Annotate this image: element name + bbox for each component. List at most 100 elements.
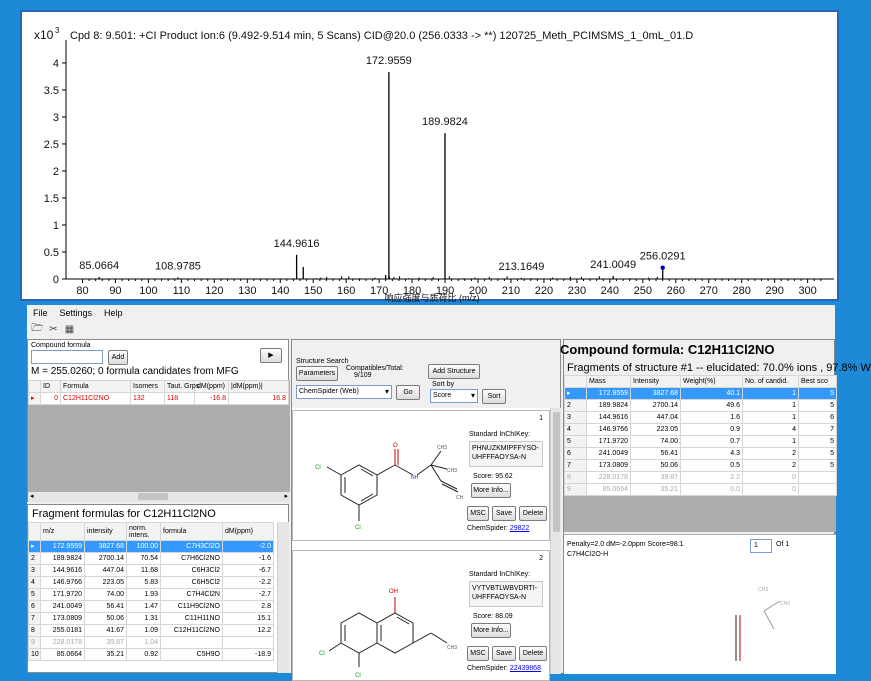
x-tick-label: 210 (502, 285, 520, 297)
compatibles-value: 9/109 (354, 372, 372, 379)
table-row[interactable]: ▸ 0 C12H11Cl2NO 132 118 -16.8 16.8 (28, 392, 289, 405)
compound-formula-title: Compound formula: C12H11Cl2NO (560, 342, 775, 357)
inchikey-value: VYTVBTLWBVDRTI-UHFFFAOYSA-N (469, 581, 543, 607)
save-button[interactable]: Save (492, 506, 516, 521)
menu-settings[interactable]: Settings (59, 307, 93, 318)
delete-button[interactable]: Delete (519, 506, 547, 521)
atom-label: CH3 (758, 587, 768, 593)
fragment-formulas-table: m/z intensity norm. intens. formula dM(p… (28, 522, 274, 661)
scroll-right-icon[interactable]: ▸ (284, 493, 288, 500)
peak-label: 256.0291 (640, 251, 686, 263)
structure-search-panel: Structure Search Parameters Compatibles/… (291, 339, 561, 681)
result-rank: 2 (539, 555, 543, 562)
atom-label: O (393, 443, 398, 449)
col-formula[interactable]: Formula (60, 380, 131, 393)
chemspider-link[interactable]: 22439868 (509, 665, 541, 672)
x-tick-label: 110 (173, 285, 191, 297)
x-axis-label: 响应强度与质荷比 (m/z) (385, 292, 480, 303)
more-info-button[interactable]: More Info... (471, 623, 511, 638)
x-tick-label: 140 (271, 285, 289, 297)
play-icon: ▶ (268, 352, 274, 359)
menu-file[interactable]: File (33, 307, 48, 318)
msc-button[interactable]: MSC (467, 646, 489, 661)
x-tick-label: 260 (667, 285, 685, 297)
horizontal-scrollbar[interactable]: ◂ ▸ (28, 492, 290, 502)
y-tick-label: 2.5 (44, 139, 59, 151)
y-tick-label: 0 (53, 274, 59, 286)
compatibles-label: Compatibles/Total: (346, 365, 404, 372)
peak-label: 213.1649 (498, 261, 544, 273)
y-tick-label: 3.5 (44, 85, 59, 97)
parameters-button[interactable]: Parameters (296, 366, 338, 381)
atom-label: NH (411, 475, 419, 481)
result-rank: 1 (539, 415, 543, 422)
tools-icon[interactable]: ✂ (49, 323, 58, 335)
chemspider-line: ChemSpider: 22439868 (467, 665, 541, 672)
app-window: File Settings Help 🗁 ✂ ▦ Compound formul… (27, 305, 871, 681)
spectrum-chart: x10 3 Cpd 8: 9.501: +CI Product Ion:6 (9… (20, 10, 839, 303)
menu-bar: File Settings Help (27, 305, 835, 320)
fragment-header-row: m/z intensity norm. intens. formula dM(p… (28, 522, 274, 541)
table-icon[interactable]: ▦ (64, 323, 75, 335)
add-formula-button[interactable]: Add (108, 350, 128, 365)
inchikey-value: PHNUZKMIPFFYSO-UHFFFAOYSA-N (469, 441, 543, 467)
peak-label: 172.9559 (366, 55, 412, 67)
atom-label: CH3 (437, 445, 447, 451)
save-button[interactable]: Save (492, 646, 516, 661)
page-of-label: Of 1 (776, 541, 790, 548)
add-structure-button[interactable]: Add Structure (428, 364, 480, 379)
compound-formula-input[interactable] (31, 350, 103, 364)
sort-button[interactable]: Sort (482, 389, 506, 404)
scroll-thumb[interactable] (138, 493, 168, 500)
menu-help[interactable]: Help (104, 307, 123, 318)
structure-1-drawing: Cl Cl CH3 CH3 NH O CH (315, 443, 464, 531)
col-id[interactable]: ID (40, 380, 61, 393)
results-scroll-thumb[interactable] (553, 412, 560, 532)
run-button[interactable]: ▶ (260, 348, 282, 363)
col-dm[interactable]: dM(ppm) (194, 380, 229, 393)
atom-label: CH (456, 495, 464, 501)
fragment-structure-view: Penalty=2.0 dM=-2.0ppm Score=98.1 1 Of 1… (564, 534, 836, 674)
col-taut[interactable]: Taut. Grps (164, 380, 199, 393)
go-button[interactable]: Go (396, 385, 420, 400)
scroll-left-icon[interactable]: ◂ (30, 493, 34, 500)
sort-select[interactable]: Score (430, 389, 478, 403)
x-tick-label: 80 (76, 285, 88, 297)
result-card-1[interactable]: Cl Cl CH3 CH3 NH O CH 1 Standard InChIKe… (292, 410, 550, 541)
open-folder-icon[interactable]: 🗁 (31, 322, 44, 334)
chemspider-link[interactable]: 29822 (509, 525, 530, 532)
y-tick-label: 3 (53, 112, 59, 124)
col-abs-dm[interactable]: |dM(ppm)| (228, 380, 289, 393)
delete-button[interactable]: Delete (519, 646, 547, 661)
page-number-input[interactable]: 1 (750, 539, 772, 553)
results-scrollbar[interactable] (550, 408, 561, 674)
result-card-2[interactable]: OH Cl CH3 Cl 2 Standard InChIKey: VYTVBT… (292, 550, 550, 681)
atom-label: Cl (319, 651, 325, 657)
peak-label: 241.0049 (590, 259, 636, 271)
source-select[interactable]: ChemSpider (Web) (296, 385, 392, 399)
structure-search-label: Structure Search (296, 358, 349, 365)
col-isomers[interactable]: Isomers (130, 380, 165, 393)
more-info-button[interactable]: More Info... (471, 483, 511, 498)
fragment-scrollbar[interactable] (277, 522, 289, 673)
msc-button[interactable]: MSC (467, 506, 489, 521)
